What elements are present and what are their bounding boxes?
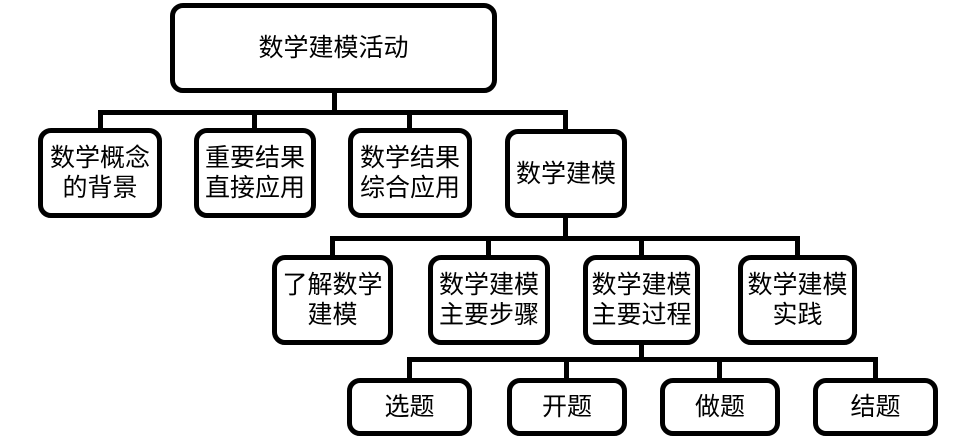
connector-level4-stub-1 [407, 357, 412, 380]
connector-level3-stub-2 [486, 236, 491, 257]
node-math-modeling: 数学建模 [505, 129, 627, 218]
node-understand-math-modeling: 了解数学 建模 [272, 255, 393, 345]
node-math-modeling-main-process: 数学建模 主要过程 [583, 255, 700, 345]
connector-level3-stub-4 [795, 236, 800, 257]
connector-level2-stub-2 [252, 110, 257, 131]
connector-root-drop [332, 91, 337, 114]
node-topic-proposal: 开题 [507, 378, 627, 436]
node-math-modeling-main-steps: 数学建模 主要步骤 [428, 255, 550, 345]
node-math-concept-background: 数学概念 的背景 [38, 128, 162, 218]
connector-level3-stub-3 [639, 236, 644, 257]
connector-level4-stub-3 [717, 357, 722, 380]
node-math-modeling-practice: 数学建模 实践 [738, 255, 857, 345]
connector-level2-stub-4 [563, 110, 568, 131]
node-important-results-direct-application: 重要结果 直接应用 [194, 128, 316, 218]
connector-math-modeling-drop [563, 215, 568, 240]
connector-level2-rail [98, 110, 568, 115]
connector-level2-stub-3 [407, 110, 412, 131]
connector-level3-rail [330, 236, 800, 241]
node-math-modeling-activity: 数学建模活动 [170, 3, 497, 93]
node-topic-working: 做题 [660, 378, 780, 436]
connector-level3-stub-1 [330, 236, 335, 257]
connector-main-process-drop [639, 343, 644, 362]
node-topic-selection: 选题 [347, 378, 472, 436]
node-topic-conclusion: 结题 [813, 378, 938, 436]
connector-level4-rail [407, 357, 878, 362]
node-math-results-comprehensive-application: 数学结果 综合应用 [348, 128, 472, 218]
connector-level2-stub-1 [98, 110, 103, 131]
connector-level4-stub-2 [564, 357, 569, 380]
connector-level4-stub-4 [873, 357, 878, 380]
